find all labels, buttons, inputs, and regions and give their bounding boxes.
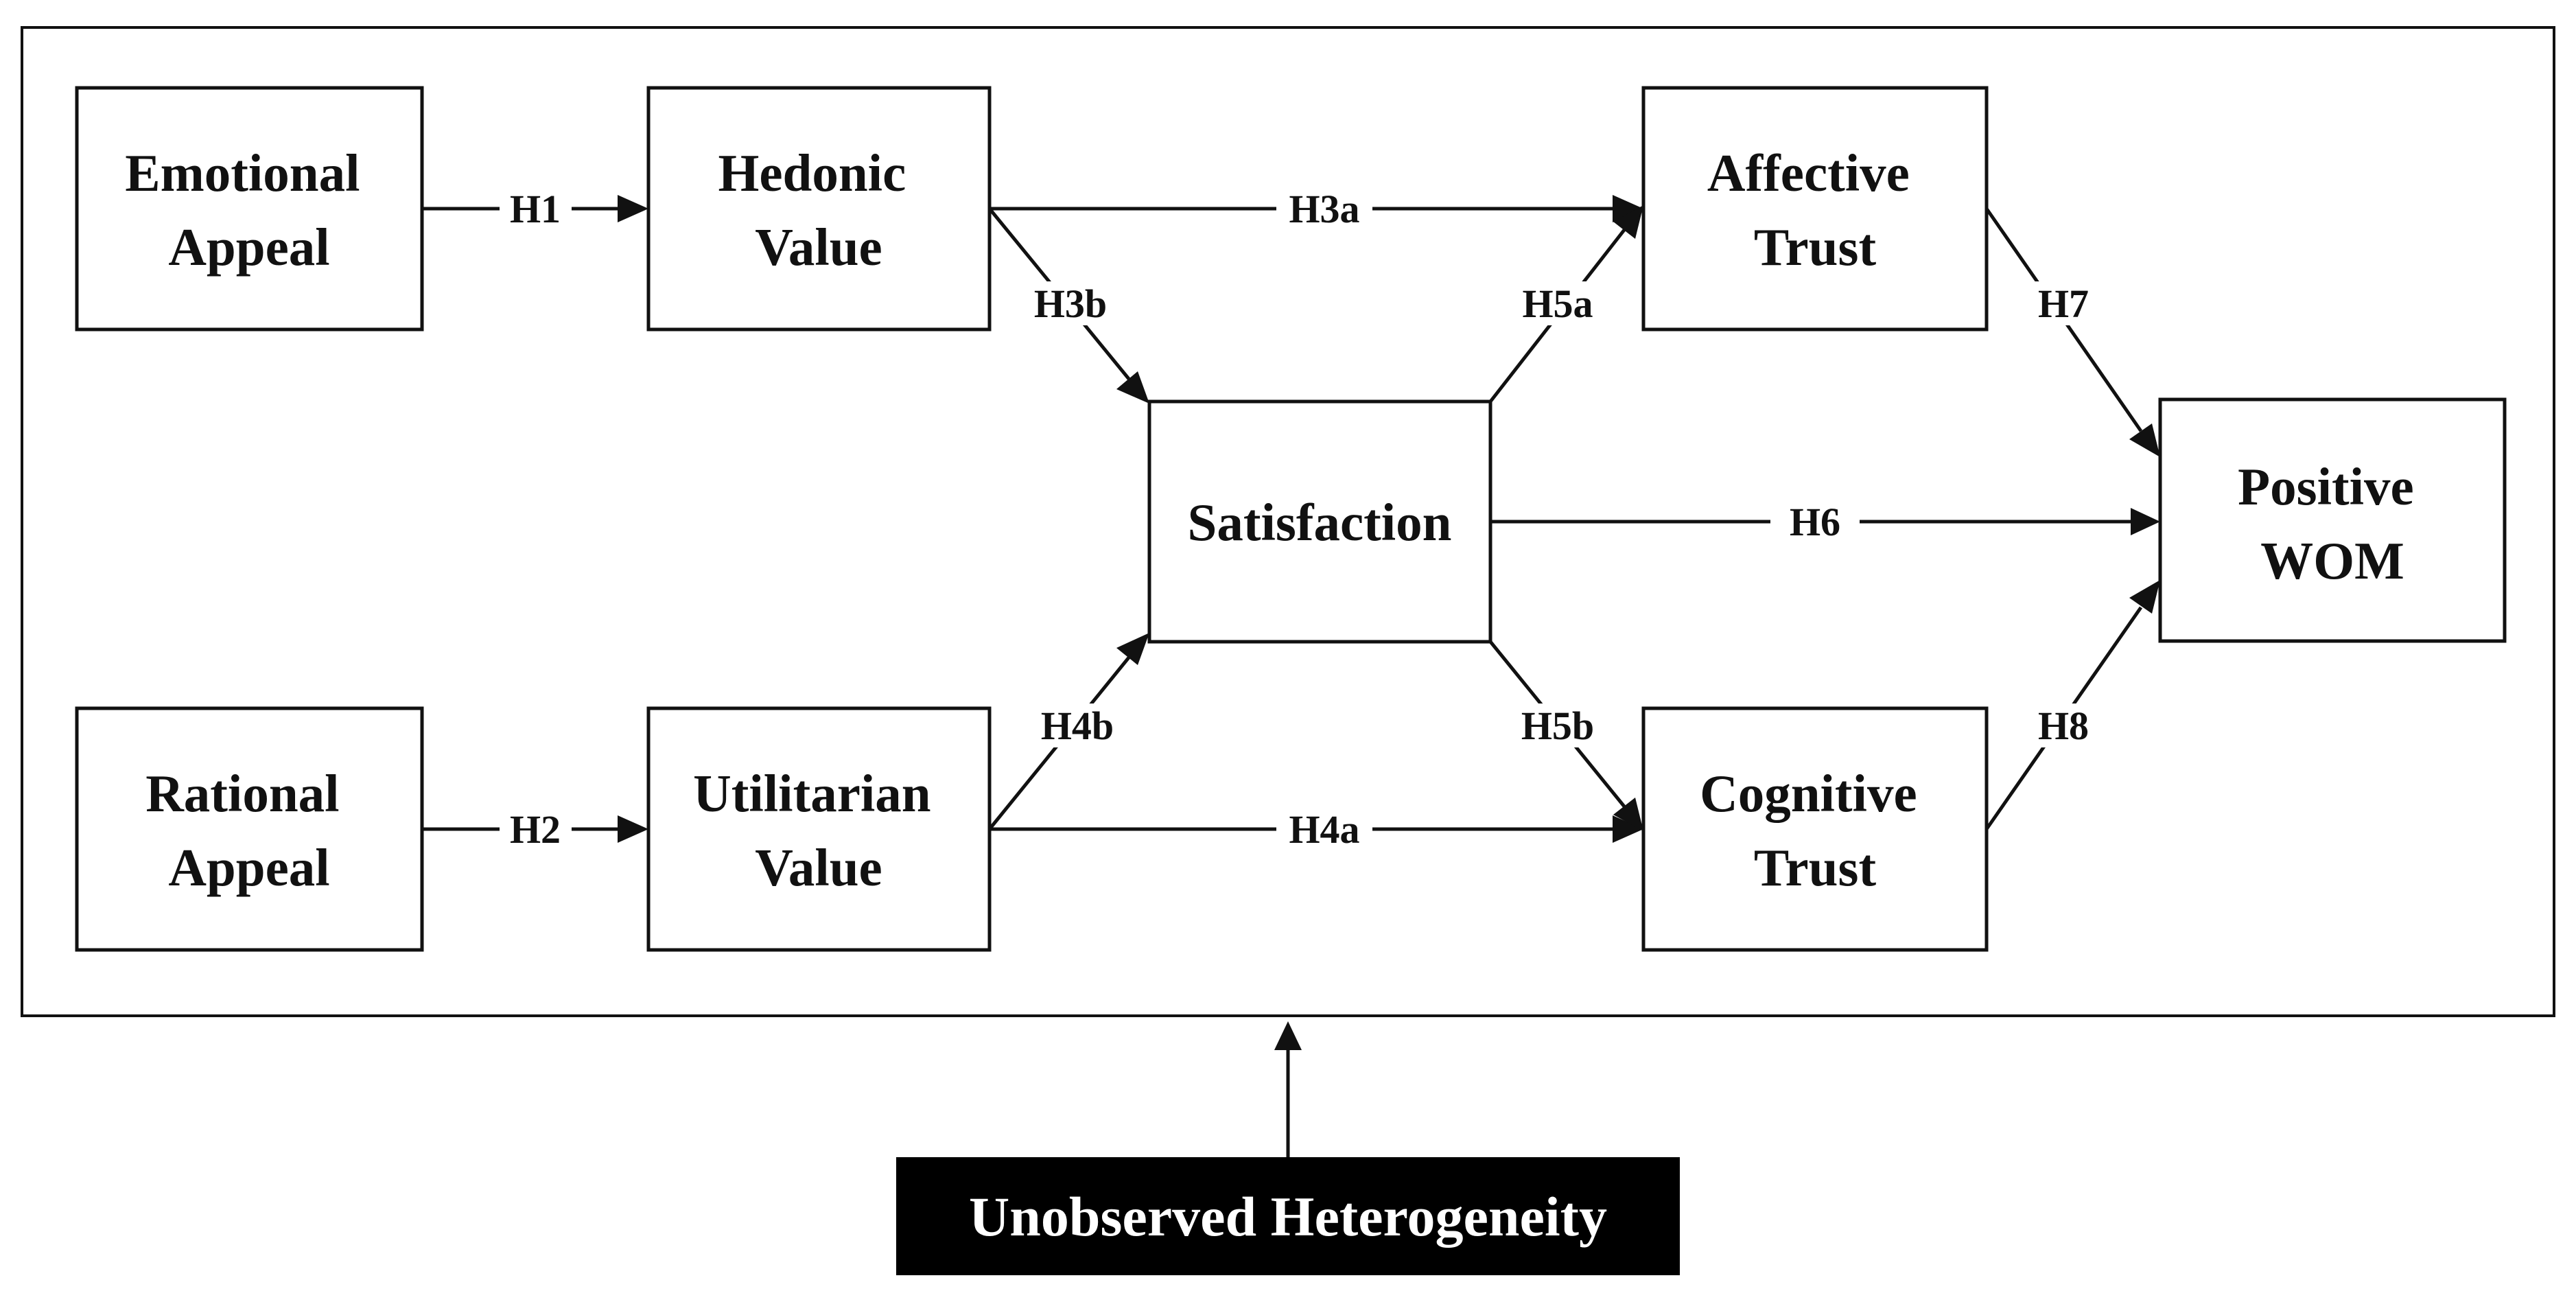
svg-text:Emotional Appeal: Emotional Appeal bbox=[125, 143, 373, 277]
edge-moderator bbox=[1274, 1021, 1302, 1159]
edge-h5b: H5b bbox=[1489, 640, 1643, 831]
node-cognitive-trust: Cognitive Trust bbox=[1641, 706, 1989, 952]
node-affective-trust-line-2: Trust bbox=[1754, 218, 1877, 277]
node-affective-trust-line-1: Affective bbox=[1707, 143, 1910, 202]
node-positive-wom-line-1: Positive bbox=[2238, 457, 2414, 516]
svg-text:Rational Appeal: Rational Appeal bbox=[145, 764, 353, 897]
svg-text:Cognitive Trust: Cognitive Trust bbox=[1700, 764, 1930, 897]
node-affective-trust: Affective Trust bbox=[1641, 86, 1989, 332]
edge-h2: H2 bbox=[422, 807, 648, 852]
node-cognitive-trust-line-2: Trust bbox=[1754, 838, 1877, 897]
node-emotional-appeal: Emotional Appeal bbox=[75, 86, 424, 332]
edge-label-h8: H8 bbox=[2038, 704, 2089, 748]
node-hedonic-value-line-1: Hedonic bbox=[718, 143, 906, 202]
edge-label-h5a: H5a bbox=[1522, 281, 1593, 326]
edge-h3b: H3b bbox=[988, 207, 1149, 404]
edges-layer: H1 H2 H3a H3b H4a bbox=[422, 187, 2160, 1159]
edge-label-h5b: H5b bbox=[1521, 704, 1594, 748]
edge-h5a: H5a bbox=[1489, 205, 1643, 403]
edge-label-h4b: H4b bbox=[1041, 704, 1114, 748]
node-positive-wom: Positive WOM bbox=[2158, 397, 2507, 643]
node-rational-appeal-line-1: Rational bbox=[145, 764, 339, 823]
moderator-label: Unobserved Heterogeneity bbox=[969, 1185, 1607, 1248]
node-satisfaction: Satisfaction bbox=[1147, 399, 1492, 644]
edge-label-h6: H6 bbox=[1790, 500, 1840, 544]
edge-label-h4a: H4a bbox=[1289, 807, 1359, 852]
edge-h6: H6 bbox=[1490, 500, 2160, 544]
edge-label-h3b: H3b bbox=[1034, 281, 1107, 326]
svg-text:Utilitarian Value: Utilitarian Value bbox=[693, 764, 944, 897]
edge-label-h3a: H3a bbox=[1289, 187, 1359, 231]
node-cognitive-trust-line-1: Cognitive bbox=[1700, 764, 1917, 823]
node-hedonic-value-line-2: Value bbox=[755, 218, 882, 277]
edge-label-h7: H7 bbox=[2038, 281, 2089, 326]
node-rational-appeal-line-2: Appeal bbox=[168, 838, 329, 897]
model-frame bbox=[21, 26, 2555, 1017]
node-emotional-appeal-line-2: Appeal bbox=[168, 218, 329, 277]
node-utilitarian-value: Utilitarian Value bbox=[646, 706, 992, 952]
nodes-layer: Emotional Appeal Rational Appeal Hedonic… bbox=[75, 86, 2507, 952]
node-emotional-appeal-line-1: Emotional bbox=[125, 143, 360, 202]
edge-h3a: H3a bbox=[990, 187, 1643, 231]
moderator-unobserved-heterogeneity: Unobserved Heterogeneity bbox=[896, 1157, 1680, 1275]
svg-text:Affective Trust: Affective Trust bbox=[1707, 143, 1923, 277]
node-utilitarian-value-line-1: Utilitarian bbox=[693, 764, 930, 823]
edge-label-h1: H1 bbox=[510, 187, 561, 231]
node-satisfaction-line-1: Satisfaction bbox=[1188, 493, 1452, 552]
edge-h4b: H4b bbox=[988, 633, 1149, 830]
svg-text:Positive WOM: Positive WOM bbox=[2238, 457, 2427, 590]
edge-label-h2: H2 bbox=[510, 807, 561, 852]
edge-h4a: H4a bbox=[990, 807, 1643, 852]
node-rational-appeal: Rational Appeal bbox=[75, 706, 424, 952]
node-utilitarian-value-line-2: Value bbox=[755, 838, 882, 897]
edge-h8: H8 bbox=[1984, 580, 2160, 830]
node-hedonic-value: Hedonic Value bbox=[646, 86, 992, 332]
edge-h1: H1 bbox=[422, 187, 648, 231]
edge-h7: H7 bbox=[1984, 207, 2160, 457]
node-positive-wom-line-2: WOM bbox=[2260, 531, 2404, 590]
svg-text:Hedonic Value: Hedonic Value bbox=[718, 143, 919, 277]
